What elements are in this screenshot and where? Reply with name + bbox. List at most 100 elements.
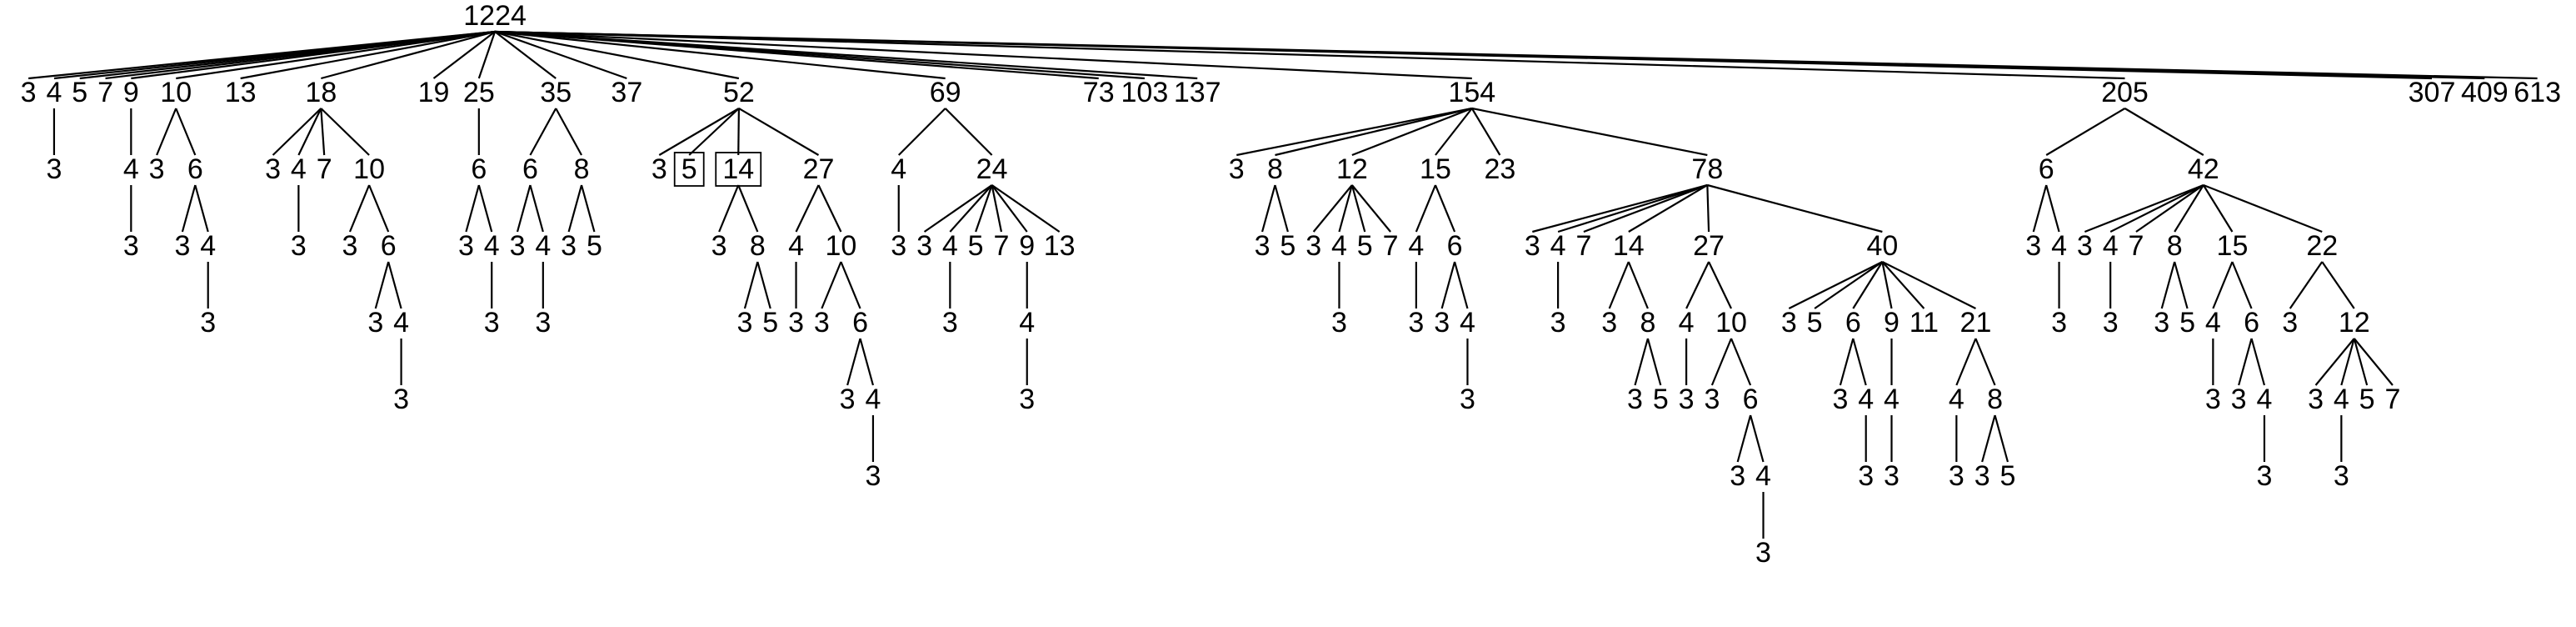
tree-node: 3 (1331, 307, 1347, 339)
tree-node: 7 (1383, 230, 1399, 262)
tree-node: 3 (1755, 537, 1771, 569)
tree-edge (495, 30, 1472, 80)
tree-edge (738, 108, 820, 156)
tree-edge (897, 108, 946, 156)
tree-node: 7 (1575, 230, 1591, 262)
tree-node: 7 (2384, 384, 2400, 415)
tree-edge (2340, 338, 2355, 386)
tree-node: 3 (1832, 384, 1848, 415)
tree-edge (240, 30, 496, 80)
tree-node: 8 (1640, 307, 1655, 339)
tree-node: 3 (1460, 384, 1475, 415)
tree-edge (821, 261, 842, 309)
tree-node: 8 (1987, 384, 2003, 415)
tree-node: 3 (367, 307, 383, 339)
tree-node: 6 (1845, 307, 1861, 339)
tree-node: 3 (510, 230, 526, 262)
tree-node: 4 (1408, 230, 1424, 262)
tree-node: 4 (942, 230, 958, 262)
tree-edge (1261, 184, 1276, 233)
tree-node: 3 (788, 307, 804, 339)
tree-node: 3 (458, 230, 474, 262)
tree-node: 3 (1525, 230, 1540, 262)
tree-edge (1275, 107, 1473, 157)
tree-edge (1628, 184, 1708, 233)
tree-edge (2124, 108, 2204, 156)
tree-node: 14 (722, 153, 754, 185)
tree-edge (795, 184, 820, 233)
tree-edge (2045, 108, 2126, 156)
tree-edge (1634, 338, 1649, 386)
tree-node: 4 (1755, 460, 1771, 492)
tree-edge (2202, 184, 2234, 233)
tree-edge (2174, 184, 2204, 233)
tree-node: 69 (930, 77, 961, 108)
tree-node: 3 (2205, 384, 2221, 415)
tree-node: 35 (540, 77, 572, 108)
tree-root-node: 1224 (463, 0, 527, 32)
tree-edge (2289, 261, 2324, 309)
tree-node: 3 (891, 230, 906, 262)
tree-node: 307 (2409, 77, 2456, 108)
tree-node: 7 (97, 77, 113, 108)
tree-node: 205 (2101, 77, 2149, 108)
tree-node: 78 (1691, 153, 1723, 185)
tree-edge (1338, 184, 1353, 233)
tree-node: 4 (2051, 230, 2067, 262)
tree-edge (297, 108, 322, 156)
tree-node: 3 (1550, 307, 1566, 339)
tree-node: 15 (1420, 153, 1451, 185)
tree-edge (1881, 261, 1925, 309)
tree-edge (495, 30, 2538, 80)
tree-node: 5 (72, 77, 87, 108)
tree-node: 4 (46, 77, 62, 108)
tree-edge (2353, 338, 2394, 386)
tree-edge (1685, 261, 1710, 309)
tree-node: 6 (381, 230, 397, 262)
tree-node: 5 (2179, 307, 2195, 339)
tree-node: 37 (611, 77, 642, 108)
tree-edge (320, 108, 326, 156)
tree-node: 3 (865, 460, 881, 492)
tree-edge (494, 31, 557, 79)
tree-node: 5 (2359, 384, 2375, 415)
tree-node: 4 (1019, 307, 1035, 339)
tree-node: 3 (46, 153, 62, 185)
tree-node: 7 (2128, 230, 2144, 262)
tree-node: 6 (471, 153, 487, 185)
tree-edge (387, 261, 402, 309)
tree-node: 5 (1999, 460, 2015, 492)
tree-edge (840, 261, 861, 309)
tree-edge (2109, 184, 2204, 233)
tree-node: 5 (762, 307, 778, 339)
tree-edge (1350, 184, 1366, 233)
tree-edge (1788, 261, 1883, 309)
tree-edge (2203, 183, 2323, 233)
tree-edge (1236, 107, 1473, 157)
tree-node: 10 (353, 153, 385, 185)
tree-node: 9 (1884, 307, 1900, 339)
tree-edge (2353, 338, 2369, 386)
tree-node: 4 (484, 230, 500, 262)
tree-node: 4 (788, 230, 804, 262)
tree-node: 4 (200, 230, 216, 262)
tree-node: 3 (535, 307, 551, 339)
tree-node: 23 (1484, 153, 1515, 185)
tree-edge (1557, 183, 1708, 233)
tree-node: 5 (1280, 230, 1295, 262)
tree-edge (2174, 261, 2189, 309)
tree-edge (156, 108, 177, 156)
tree-node: 3 (1679, 384, 1695, 415)
tree-edge (991, 184, 1061, 233)
tree-node: 3 (149, 153, 165, 185)
tree-node: 3 (1974, 460, 1990, 492)
tree-node: 10 (160, 77, 192, 108)
tree-node: 4 (891, 153, 906, 185)
tree-edge (1974, 338, 1996, 386)
tree-node: 4 (2334, 384, 2349, 415)
tree-node: 3 (342, 230, 358, 262)
tree-edge (368, 184, 390, 233)
tree-node: 154 (1448, 77, 1495, 108)
tree-node: 4 (1884, 384, 1900, 415)
highlight-box (715, 152, 762, 187)
